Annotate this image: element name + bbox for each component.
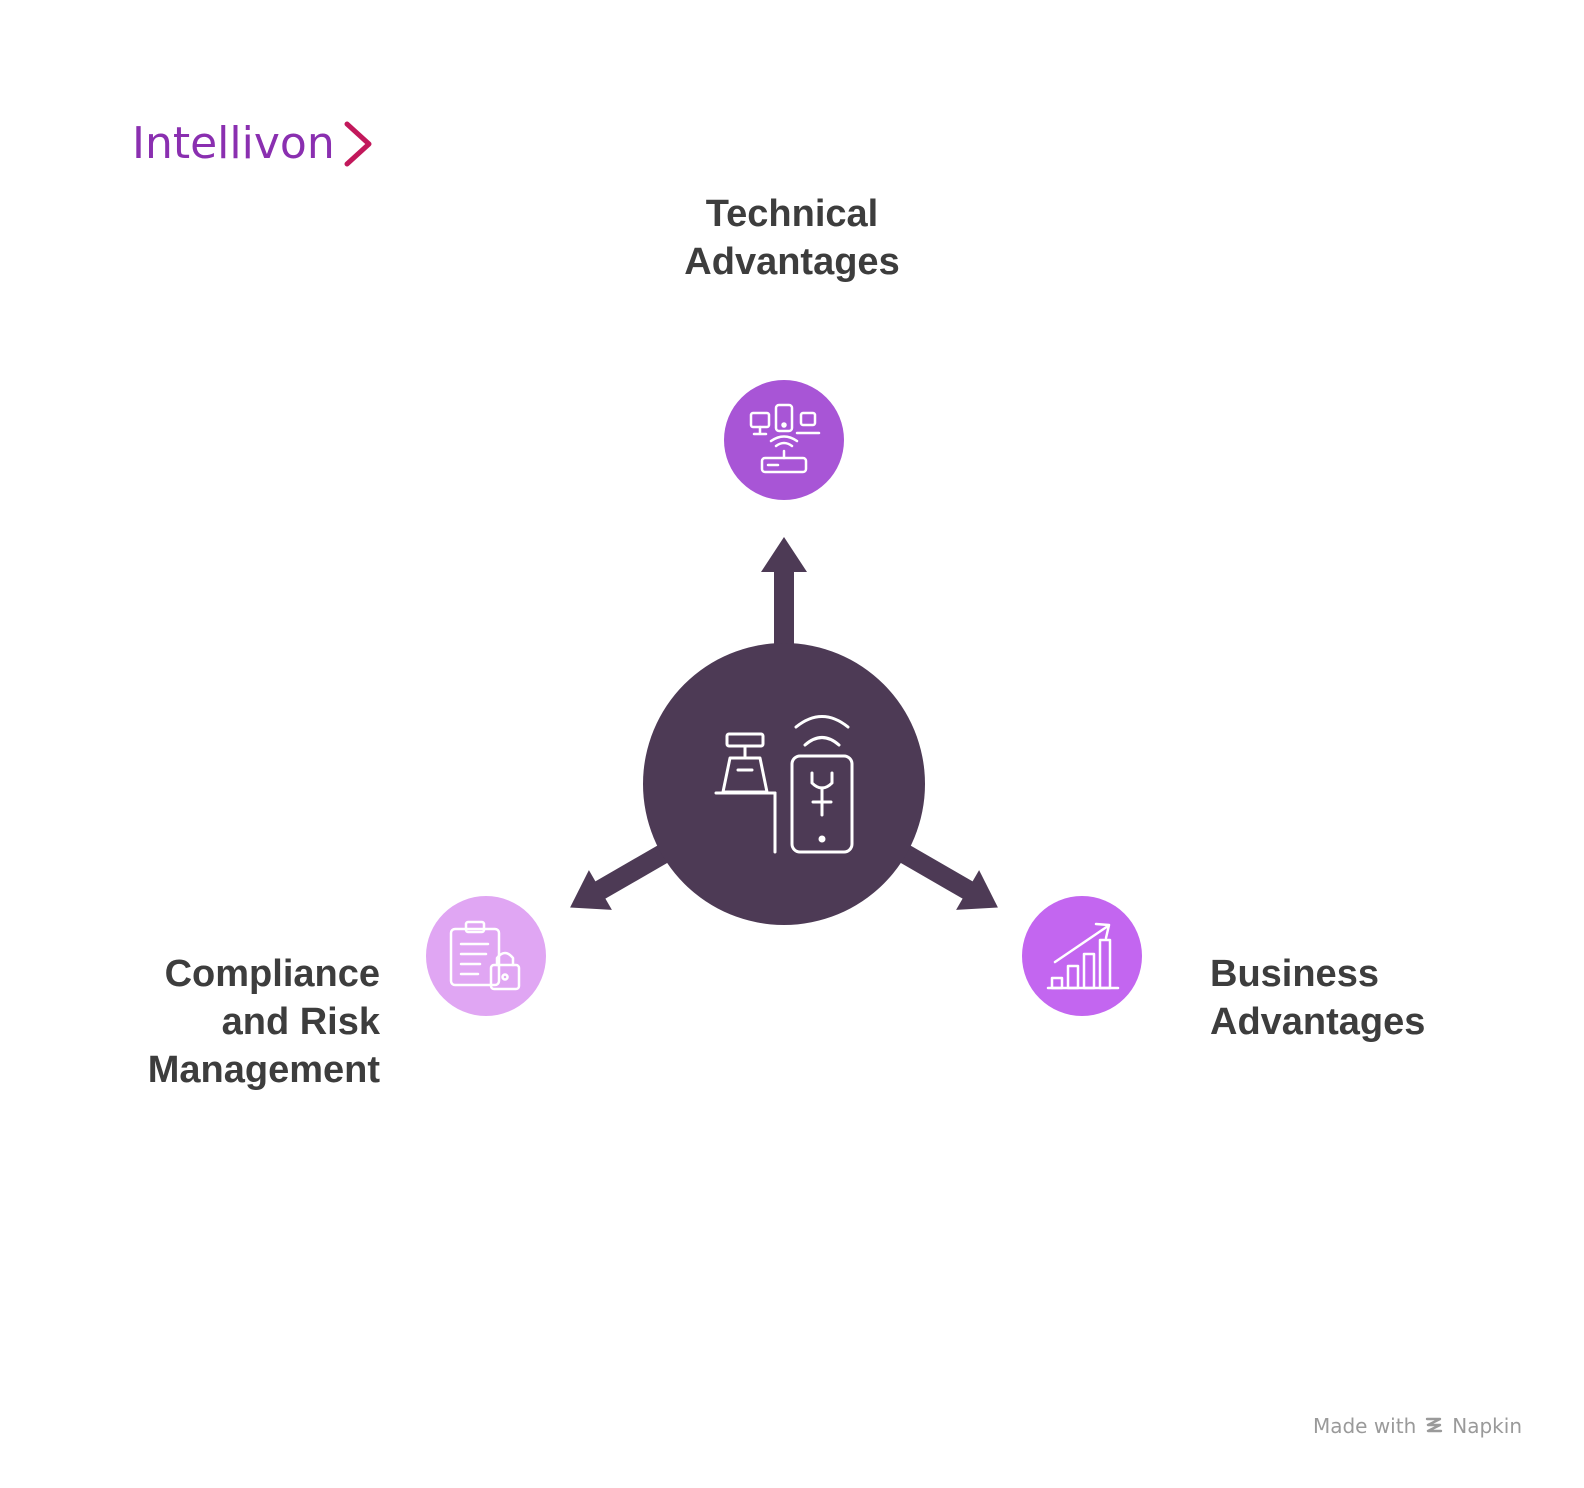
brand-name: Intellivon <box>132 118 335 169</box>
center-hub <box>643 643 925 925</box>
chevron-right-icon <box>344 121 372 167</box>
arrow-bottom-right <box>886 837 998 910</box>
arrow-bottom-left <box>570 837 682 910</box>
pos-terminal-mobile-payment-icon <box>714 715 854 854</box>
business-node <box>1022 896 1142 1016</box>
technical-node <box>724 380 844 500</box>
made-with-text: Made with <box>1312 1414 1417 1438</box>
clipboard-lock-icon <box>449 920 521 991</box>
network-devices-router-icon <box>749 403 821 474</box>
compliance-label: Compliance and Risk Management <box>147 953 380 1091</box>
growth-bar-chart-icon <box>1046 922 1120 990</box>
napkin-icon <box>1426 1417 1443 1433</box>
arrow-top <box>761 537 807 660</box>
brand-logo: Intellivon <box>132 112 373 176</box>
business-label: Business Advantages <box>1210 953 1426 1043</box>
compliance-node <box>426 896 546 1016</box>
made-with-napkin-badge[interactable]: Made with Napkin <box>1313 1414 1522 1438</box>
technical-label: Technical Advantages <box>684 193 900 283</box>
napkin-text: Napkin <box>1452 1414 1522 1438</box>
